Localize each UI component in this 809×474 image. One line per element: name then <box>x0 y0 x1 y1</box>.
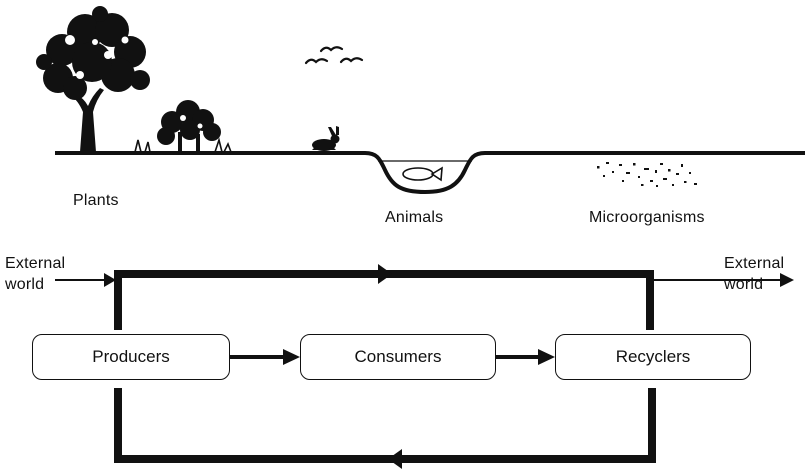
external-input-arrowhead <box>104 273 116 287</box>
microorganisms-icon <box>597 162 697 187</box>
large-tree-icon <box>36 6 150 152</box>
birds-icon <box>304 46 364 65</box>
animals-label: Animals <box>385 209 444 226</box>
external-output-arrowhead <box>780 273 794 287</box>
external-world-input-label-line1: External <box>5 255 66 272</box>
external-world-output-label-line1: External <box>724 255 785 272</box>
arrowheads <box>104 264 794 469</box>
external-world-input-label-line2: world <box>5 276 45 293</box>
fish-icon <box>402 166 443 182</box>
recyclers-box: Recyclers <box>555 334 751 380</box>
consumers-box: Consumers <box>300 334 496 380</box>
external-world-output-label-line2: world <box>724 276 764 293</box>
rabbit-icon <box>312 126 340 151</box>
shrub-icon <box>134 100 232 153</box>
plants-label: Plants <box>73 192 119 209</box>
landscape-scene <box>36 6 805 195</box>
bottom-flow-path <box>114 388 656 463</box>
microorganisms-label: Microorganisms <box>589 209 705 226</box>
ground-line <box>55 151 805 195</box>
bottom-path-arrowhead <box>388 449 402 469</box>
consumers-to-recyclers-arrowhead <box>538 349 555 365</box>
top-path-arrowhead <box>378 264 392 284</box>
producers-box: Producers <box>32 334 230 380</box>
producers-to-consumers-arrowhead <box>283 349 300 365</box>
top-flow-path <box>114 270 654 330</box>
